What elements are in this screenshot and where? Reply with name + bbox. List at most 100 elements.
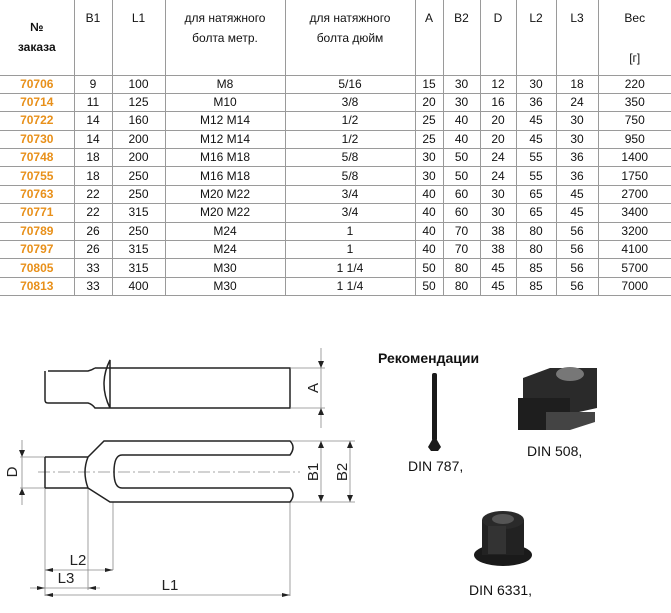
cell-a: 40 [414,240,444,260]
header-b1: B1 [73,0,113,76]
header-inch-line1: для натяжного [309,11,391,25]
cell-a: 25 [414,129,444,150]
cell-inch: 1 [284,240,416,260]
dim-l1-label: L1 [162,577,179,594]
header-row: № заказа B1 L1 для натяжного болта метр. д… [0,0,671,76]
cell-b2: 50 [442,166,481,186]
cell-order: 70805 [0,258,75,278]
cell-d: 30 [479,203,517,223]
cell-order: 70730 [0,129,75,150]
cell-a: 30 [414,166,444,186]
cell-l1: 200 [111,129,166,150]
cell-a: 40 [414,221,444,242]
cell-d: 24 [479,148,517,168]
cell-l3: 30 [555,129,599,150]
cell-weight: 4100 [597,240,671,260]
recommendation-din6331: DIN 6331, [469,582,533,598]
cell-l3: 36 [555,166,599,186]
cell-l2: 85 [515,276,557,297]
cell-metric: M8 [164,74,286,94]
cell-a: 50 [414,258,444,278]
header-weight-line2: [г] [629,51,641,65]
cell-d: 20 [479,111,517,131]
cell-inch: 1 [284,221,416,242]
cell-l1: 315 [111,258,166,278]
cell-l1: 250 [111,221,166,242]
dim-b2-label: B2 [334,463,351,481]
cell-d: 45 [479,258,517,278]
cell-b1: 14 [73,111,113,131]
cell-order: 70755 [0,166,75,186]
cell-b2: 30 [442,92,481,113]
header-metric-line2: болта метр. [192,31,258,45]
cell-l2: 65 [515,184,557,205]
recommendation-din787: DIN 787, [408,458,464,474]
cell-b1: 26 [73,240,113,260]
cell-d: 20 [479,129,517,150]
cell-order: 70748 [0,148,75,168]
header-metric-line1: для натяжного [184,11,266,25]
cell-metric: M10 [164,92,286,113]
cell-order: 70789 [0,221,75,242]
cell-l1: 200 [111,148,166,168]
cell-d: 24 [479,166,517,186]
cell-l2: 45 [515,129,557,150]
cell-b1: 18 [73,148,113,168]
cell-inch: 5/8 [284,148,416,168]
cell-metric: M12 M14 [164,111,286,131]
cell-b1: 33 [73,258,113,278]
cell-b1: 22 [73,203,113,223]
cell-order: 70813 [0,276,75,297]
header-weight: Вес[г] [597,0,671,76]
cell-b2: 70 [442,221,481,242]
cell-inch: 1/2 [284,129,416,150]
cell-b2: 40 [442,111,481,131]
header-l2: L2 [515,0,557,76]
header-d: D [479,0,517,76]
cell-order: 70722 [0,111,75,131]
t-slot-nut-icon [518,367,597,430]
cell-b1: 22 [73,184,113,205]
recommendations: Рекомендации DIN 787, DIN 508, DIN 6331, [370,340,671,613]
clamp-drawing: A B1 B2 D L3 L2 L1 [4,348,355,597]
cell-b2: 80 [442,276,481,297]
header-l1: L1 [111,0,166,76]
cell-l3: 18 [555,74,599,94]
cell-b1: 33 [73,276,113,297]
cell-l3: 24 [555,92,599,113]
cell-d: 30 [479,184,517,205]
cell-d: 38 [479,240,517,260]
product-table: № заказа B1 L1 для натяжного болта метр. д… [0,0,671,297]
header-metric: для натяжного болта метр. [164,0,286,76]
cell-b2: 40 [442,129,481,150]
cell-l2: 80 [515,221,557,242]
header-order-line1: № [30,20,44,35]
cell-metric: M24 [164,221,286,242]
cell-inch: 3/8 [284,92,416,113]
header-order: № заказа [0,0,75,76]
cell-metric: M20 M22 [164,203,286,223]
cell-a: 40 [414,184,444,205]
cell-b2: 50 [442,148,481,168]
cell-inch: 5/8 [284,166,416,186]
t-bolt-icon [428,373,441,451]
header-order-line2: заказа [17,40,56,55]
cell-l1: 315 [111,203,166,223]
cell-l3: 56 [555,258,599,278]
cell-b1: 14 [73,129,113,150]
cell-a: 40 [414,203,444,223]
cell-order: 70714 [0,92,75,113]
cell-order: 70797 [0,240,75,260]
cell-l1: 250 [111,166,166,186]
header-inch-line2: болта дюйм [316,31,384,45]
cell-inch: 1/2 [284,111,416,131]
cell-weight: 220 [597,74,671,94]
cell-l2: 80 [515,240,557,260]
cell-d: 38 [479,221,517,242]
cell-weight: 950 [597,129,671,150]
dim-b1-label: B1 [305,463,322,481]
